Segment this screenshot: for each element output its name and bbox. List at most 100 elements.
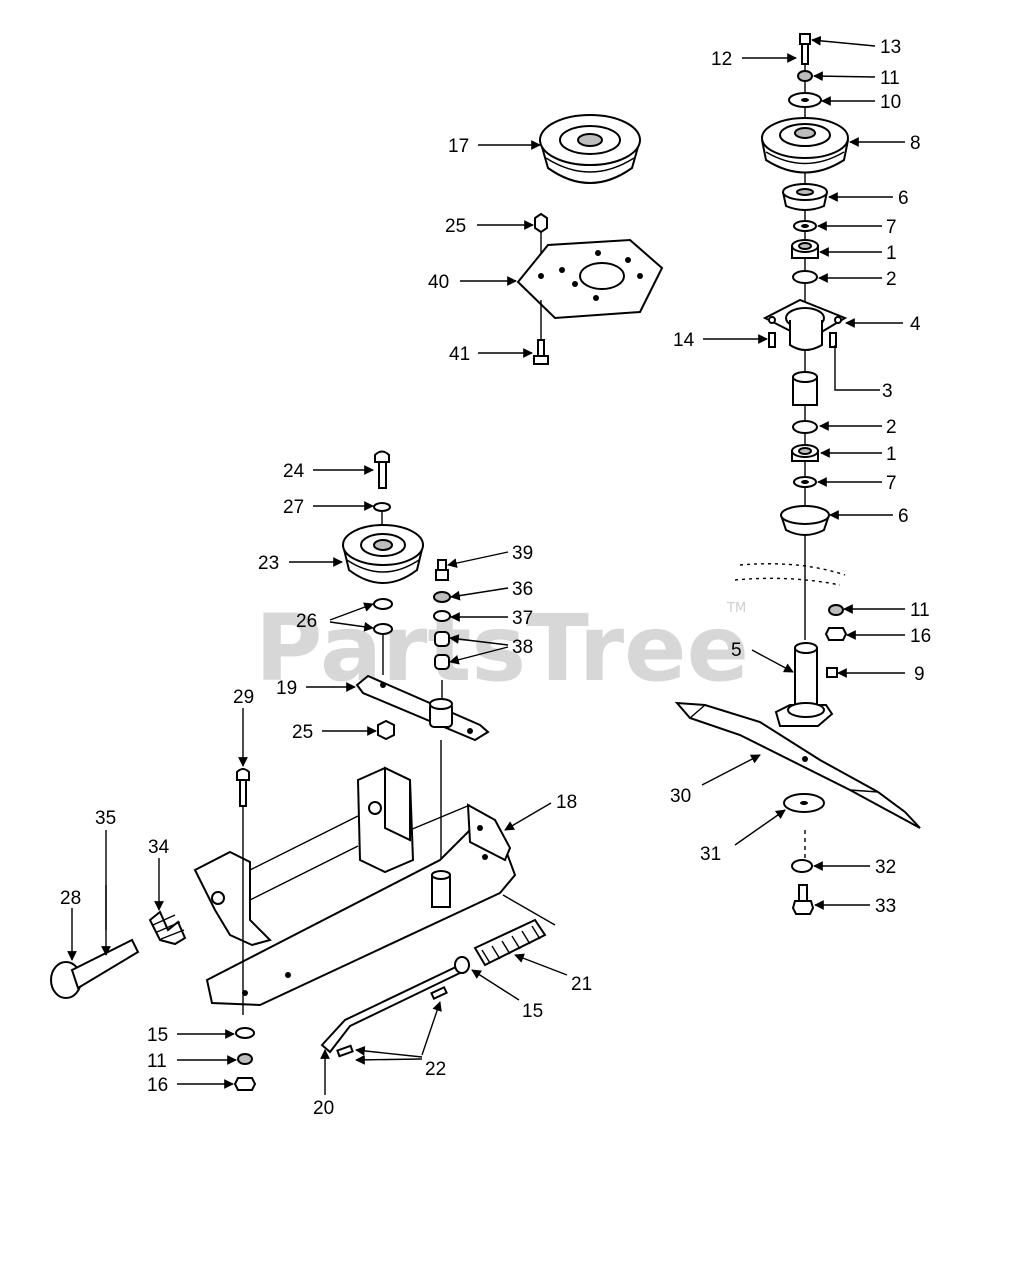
bracket-18 bbox=[193, 766, 517, 1007]
seal-2-bottom bbox=[792, 420, 818, 434]
callout-37: 37 bbox=[512, 608, 533, 629]
callout-2: 2 bbox=[886, 269, 897, 290]
callout-10: 10 bbox=[880, 92, 901, 113]
callout-17: 17 bbox=[448, 136, 469, 157]
callout-7: 7 bbox=[886, 217, 897, 238]
bolt-29 bbox=[236, 768, 250, 807]
callout-2-lower: 2 bbox=[886, 417, 897, 438]
callout-39: 39 bbox=[512, 543, 533, 564]
watermark-tm: TM bbox=[726, 601, 746, 616]
callout-38: 38 bbox=[512, 637, 533, 658]
callout-33: 33 bbox=[875, 896, 896, 917]
locknut-16-side bbox=[824, 627, 848, 641]
cotter-pin-22-b bbox=[336, 1044, 354, 1058]
bushing-38-a bbox=[434, 631, 450, 647]
idler-arm-19 bbox=[355, 674, 490, 742]
callout-27: 27 bbox=[283, 497, 304, 518]
bolt-13 bbox=[799, 33, 811, 65]
callout-14: 14 bbox=[673, 330, 695, 351]
spindle-assembly bbox=[674, 33, 921, 915]
nut-25-lower bbox=[377, 719, 395, 741]
grease-fitting-39 bbox=[435, 559, 449, 581]
callout-11: 11 bbox=[880, 68, 900, 89]
pulley-17 bbox=[539, 114, 641, 184]
pin-28 bbox=[50, 938, 140, 999]
callout-25: 25 bbox=[445, 216, 466, 237]
bushing-38-b bbox=[434, 654, 450, 670]
spring-34 bbox=[148, 910, 187, 946]
idler-pulley-23 bbox=[342, 524, 424, 584]
leader-lines bbox=[67, 35, 905, 1095]
callout-32: 32 bbox=[875, 857, 896, 878]
idler-assembly bbox=[342, 450, 490, 875]
callout-35: 35 bbox=[95, 808, 116, 829]
washer-37 bbox=[433, 610, 451, 622]
lockwasher-11-lower bbox=[237, 1053, 253, 1065]
pivot-pin bbox=[431, 870, 451, 908]
cotter-pin-22-a bbox=[430, 985, 448, 1001]
washer-15-rod bbox=[454, 956, 470, 974]
callout-21: 21 bbox=[571, 974, 592, 995]
spring-21 bbox=[473, 918, 547, 967]
spacer-26-a bbox=[373, 598, 393, 610]
blade-bolt-33 bbox=[791, 884, 815, 915]
callout-19: 19 bbox=[276, 678, 297, 699]
rod-20 bbox=[320, 963, 464, 1054]
key-9 bbox=[826, 667, 838, 678]
washer-36 bbox=[433, 591, 451, 603]
washer-15-lower bbox=[235, 1027, 255, 1039]
callout-8: 8 bbox=[910, 133, 921, 154]
spindle-housing-4 bbox=[762, 298, 848, 351]
washer-27 bbox=[373, 502, 391, 512]
callout-6: 6 bbox=[898, 188, 909, 209]
callout-22: 22 bbox=[425, 1059, 446, 1080]
callout-23: 23 bbox=[258, 553, 279, 574]
callout-15: 15 bbox=[147, 1025, 168, 1046]
callout-9: 9 bbox=[914, 664, 925, 685]
pulley-17-assembly bbox=[516, 114, 664, 365]
lockwasher-32 bbox=[791, 859, 813, 873]
bolt-41 bbox=[533, 339, 549, 365]
bearing-cup-6-bottom bbox=[780, 505, 830, 536]
pulley-8 bbox=[761, 117, 849, 174]
callout-40: 40 bbox=[428, 272, 449, 293]
callout-29: 29 bbox=[233, 687, 254, 708]
nut-11-side bbox=[828, 604, 844, 616]
bearing-1-bottom bbox=[791, 444, 819, 462]
callout-labels: 12 13 11 10 17 8 6 25 7 1 40 2 4 14 41 3… bbox=[60, 37, 931, 1119]
callout-18: 18 bbox=[556, 792, 577, 813]
callout-13: 13 bbox=[880, 37, 901, 58]
callout-12: 12 bbox=[711, 49, 732, 70]
callout-34: 34 bbox=[148, 837, 170, 858]
callout-1-lower: 1 bbox=[886, 444, 897, 465]
locknut-16-lower bbox=[233, 1077, 257, 1091]
callout-16-lower: 16 bbox=[147, 1075, 168, 1096]
callout-16: 16 bbox=[910, 626, 931, 647]
callout-15-rod: 15 bbox=[522, 1001, 543, 1022]
nut-11 bbox=[797, 70, 813, 82]
seal-2-top bbox=[792, 270, 818, 284]
spacer-26-b bbox=[373, 623, 393, 635]
callout-31: 31 bbox=[700, 844, 721, 865]
callout-11-mid: 11 bbox=[910, 600, 930, 621]
callout-5: 5 bbox=[731, 640, 742, 661]
callout-25-lower: 25 bbox=[292, 722, 313, 743]
callout-24: 24 bbox=[283, 461, 305, 482]
callout-36: 36 bbox=[512, 579, 533, 600]
callout-26: 26 bbox=[296, 611, 317, 632]
callout-3: 3 bbox=[882, 381, 893, 402]
bolt-24 bbox=[374, 450, 390, 489]
bearing-1-top bbox=[791, 239, 819, 259]
mounting-plate-40 bbox=[516, 238, 664, 320]
callout-6-lower: 6 bbox=[898, 506, 909, 527]
callout-1: 1 bbox=[886, 243, 897, 264]
callout-7-lower: 7 bbox=[886, 473, 897, 494]
bearing-cup-6-top bbox=[782, 183, 828, 211]
callout-28: 28 bbox=[60, 888, 81, 909]
callout-11-lower: 11 bbox=[147, 1051, 167, 1072]
blade-adapter-5 bbox=[774, 642, 834, 727]
nut-25-top bbox=[534, 212, 548, 234]
spacer-3 bbox=[792, 371, 818, 406]
callout-20: 20 bbox=[313, 1098, 334, 1119]
